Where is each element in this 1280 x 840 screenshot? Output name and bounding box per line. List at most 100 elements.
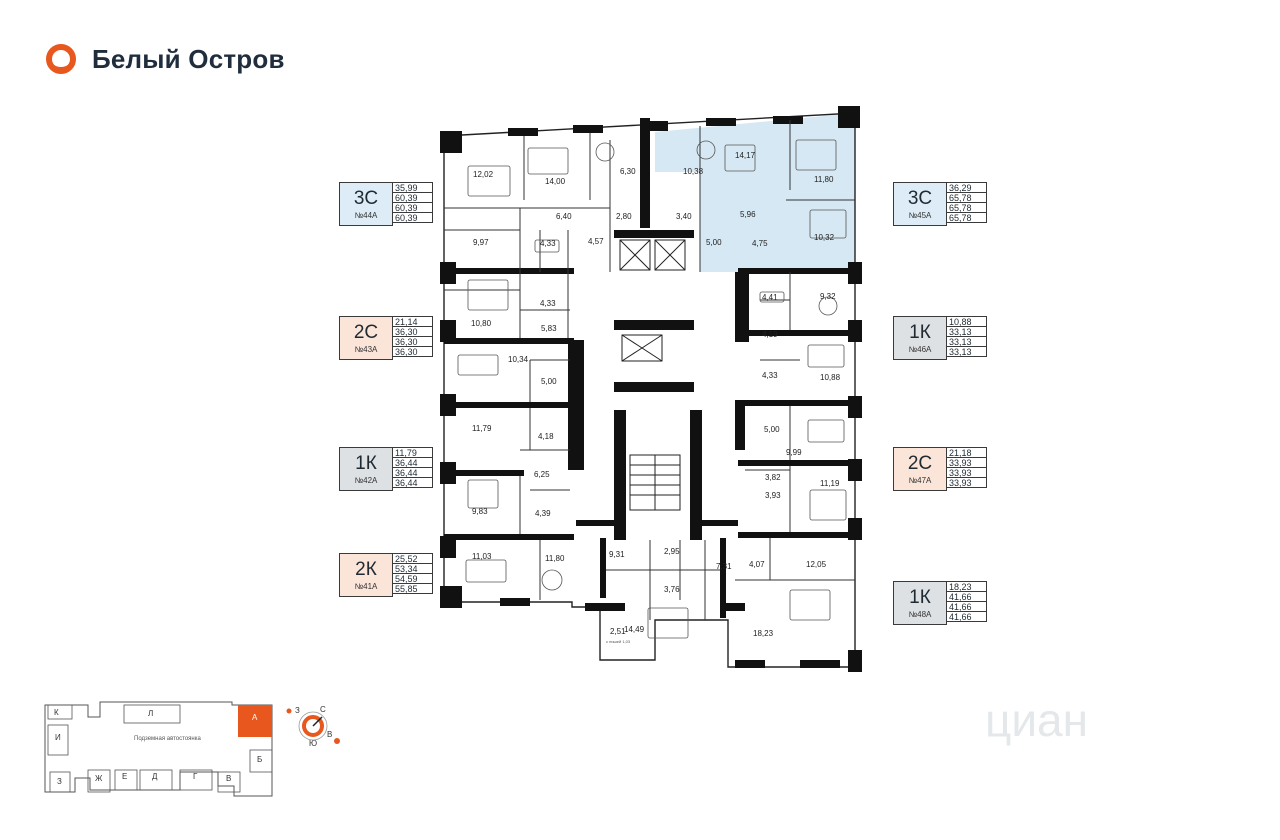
section-a: А xyxy=(252,713,258,722)
section-g: Г xyxy=(193,772,198,781)
room-area: 10,32 xyxy=(814,233,835,242)
room-area: 12,05 xyxy=(806,560,827,569)
unit-legend-48a[interactable]: 1К №48А 18,23 41,66 41,66 41,66 xyxy=(893,581,987,625)
unit-areas: 11,79 36,44 36,44 36,44 xyxy=(393,447,433,491)
room-area: 11,79 xyxy=(472,424,492,433)
unit-type: 3С xyxy=(353,187,379,209)
unit-number: №44А xyxy=(354,210,378,220)
room-area: 11,80 xyxy=(545,554,565,563)
section-a-active[interactable] xyxy=(238,705,272,737)
area-total-3: 55,85 xyxy=(393,583,433,594)
room-area: 12,02 xyxy=(473,170,494,179)
room-area: 5,00 xyxy=(706,238,722,247)
section-zh: Ж xyxy=(95,774,103,783)
unit-number: №47А xyxy=(908,475,932,485)
parking-label: Подземная автостоянка xyxy=(134,736,201,742)
svg-text:З: З xyxy=(295,706,300,715)
room-area: 5,96 xyxy=(740,210,756,219)
svg-text:В: В xyxy=(327,730,332,739)
room-area: 6,30 xyxy=(620,167,636,176)
unit-tag: 3С №44А xyxy=(339,182,393,226)
room-area: 4,33 xyxy=(540,239,556,248)
room-area: 11,80 xyxy=(814,175,834,184)
room-area: 5,00 xyxy=(764,425,780,434)
unit-type: 2С xyxy=(353,321,379,343)
unit-tag: 2К №41А xyxy=(339,553,393,597)
brand-logo-icon xyxy=(46,44,76,74)
room-area: 3,40 xyxy=(676,212,692,221)
brand-logo[interactable]: Белый Остров xyxy=(44,42,285,76)
unit-legend-41a[interactable]: 2К №41А 25,52 53,34 54,59 55,85 xyxy=(339,553,433,597)
unit-number: №45А xyxy=(908,210,932,220)
unit-number: №48А xyxy=(908,609,932,619)
unit-legend-43a[interactable]: 2С №43А 21,14 36,30 36,30 36,30 xyxy=(339,316,433,360)
unit-tag: 1К №46А xyxy=(893,316,947,360)
furniture xyxy=(457,139,847,639)
room-area: 7,31 xyxy=(716,562,732,571)
unit-tag: 2С №43А xyxy=(339,316,393,360)
room-area: 4,19 xyxy=(762,330,778,339)
svg-text:Ю: Ю xyxy=(309,739,317,748)
unit-number: №46А xyxy=(908,344,932,354)
room-area: 10,88 xyxy=(820,373,841,382)
room-area: 14,00 xyxy=(545,177,566,186)
area-total-3: 33,13 xyxy=(947,346,987,357)
room-area: 4,33 xyxy=(762,371,778,380)
unit-areas: 36,29 65,78 65,78 65,78 xyxy=(947,182,987,226)
area-total-3: 36,44 xyxy=(393,477,433,488)
area-total-3: 36,30 xyxy=(393,346,433,357)
room-area: 4,41 xyxy=(762,293,778,302)
room-area: 9,97 xyxy=(473,238,489,247)
room-area: 6,40 xyxy=(556,212,572,221)
unit-tag: 2С №47А xyxy=(893,447,947,491)
compass-icon: С В Ю З xyxy=(286,705,340,748)
section-i: И xyxy=(55,733,61,742)
room-area: 4,57 xyxy=(588,237,604,246)
highlighted-apartment[interactable] xyxy=(655,113,855,272)
room-area: 3,76 xyxy=(664,585,680,594)
room-area: 2,51 xyxy=(610,627,626,636)
room-area: 3,82 xyxy=(765,473,781,482)
room-area: 4,07 xyxy=(749,560,765,569)
room-area: 2,95 xyxy=(664,547,680,556)
unit-areas: 21,18 33,93 33,93 33,93 xyxy=(947,447,987,491)
room-area: 9,31 xyxy=(609,550,625,559)
room-area: 14,17 xyxy=(735,151,756,160)
highlighted-apartment-2 xyxy=(700,222,738,272)
area-total-3: 65,78 xyxy=(947,212,987,223)
section-k: К xyxy=(54,708,59,717)
room-area: 5,83 xyxy=(541,324,557,333)
room-area: 9,32 xyxy=(820,292,836,301)
watermark: циан xyxy=(985,694,1088,746)
area-total-3: 41,66 xyxy=(947,611,987,622)
room-area: 10,38 xyxy=(683,167,704,176)
unit-number: №42А xyxy=(354,475,378,485)
unit-legend-45a[interactable]: 3С №45А 36,29 65,78 65,78 65,78 xyxy=(893,182,987,226)
room-area: 9,83 xyxy=(472,507,488,516)
section-z: З xyxy=(57,777,62,786)
unit-tag: 3С №45А xyxy=(893,182,947,226)
core xyxy=(619,239,686,511)
room-area: 18,23 xyxy=(753,629,774,638)
unit-legend-46a[interactable]: 1К №46А 10,88 33,13 33,13 33,13 xyxy=(893,316,987,360)
room-area: 6,25 xyxy=(534,470,550,479)
section-b: Б xyxy=(257,755,262,764)
unit-areas: 10,88 33,13 33,13 33,13 xyxy=(947,316,987,360)
section-l: Л xyxy=(148,709,153,718)
site-plan: К Л А И Б З Ж Е Д Г В Подземная автостоя… xyxy=(44,701,273,797)
area-total-3: 60,39 xyxy=(393,212,433,223)
unit-type: 1К xyxy=(909,586,931,608)
section-e: Е xyxy=(122,772,127,781)
unit-legend-47a[interactable]: 2С №47А 21,18 33,93 33,93 33,93 xyxy=(893,447,987,491)
unit-tag: 1К №42А xyxy=(339,447,393,491)
unit-number: №41А xyxy=(354,581,378,591)
wall-blocks xyxy=(440,106,862,672)
room-area: 4,33 xyxy=(540,299,556,308)
unit-legend-42a[interactable]: 1К №42А 11,79 36,44 36,44 36,44 xyxy=(339,447,433,491)
unit-legend-44a[interactable]: 3С №44А 35,99 60,39 60,39 60,39 xyxy=(339,182,433,226)
brand-name: Белый Остров xyxy=(92,43,285,74)
room-note: с нишей 1,03 xyxy=(606,639,631,644)
unit-number: №43А xyxy=(354,344,378,354)
room-area: 4,18 xyxy=(538,432,554,441)
